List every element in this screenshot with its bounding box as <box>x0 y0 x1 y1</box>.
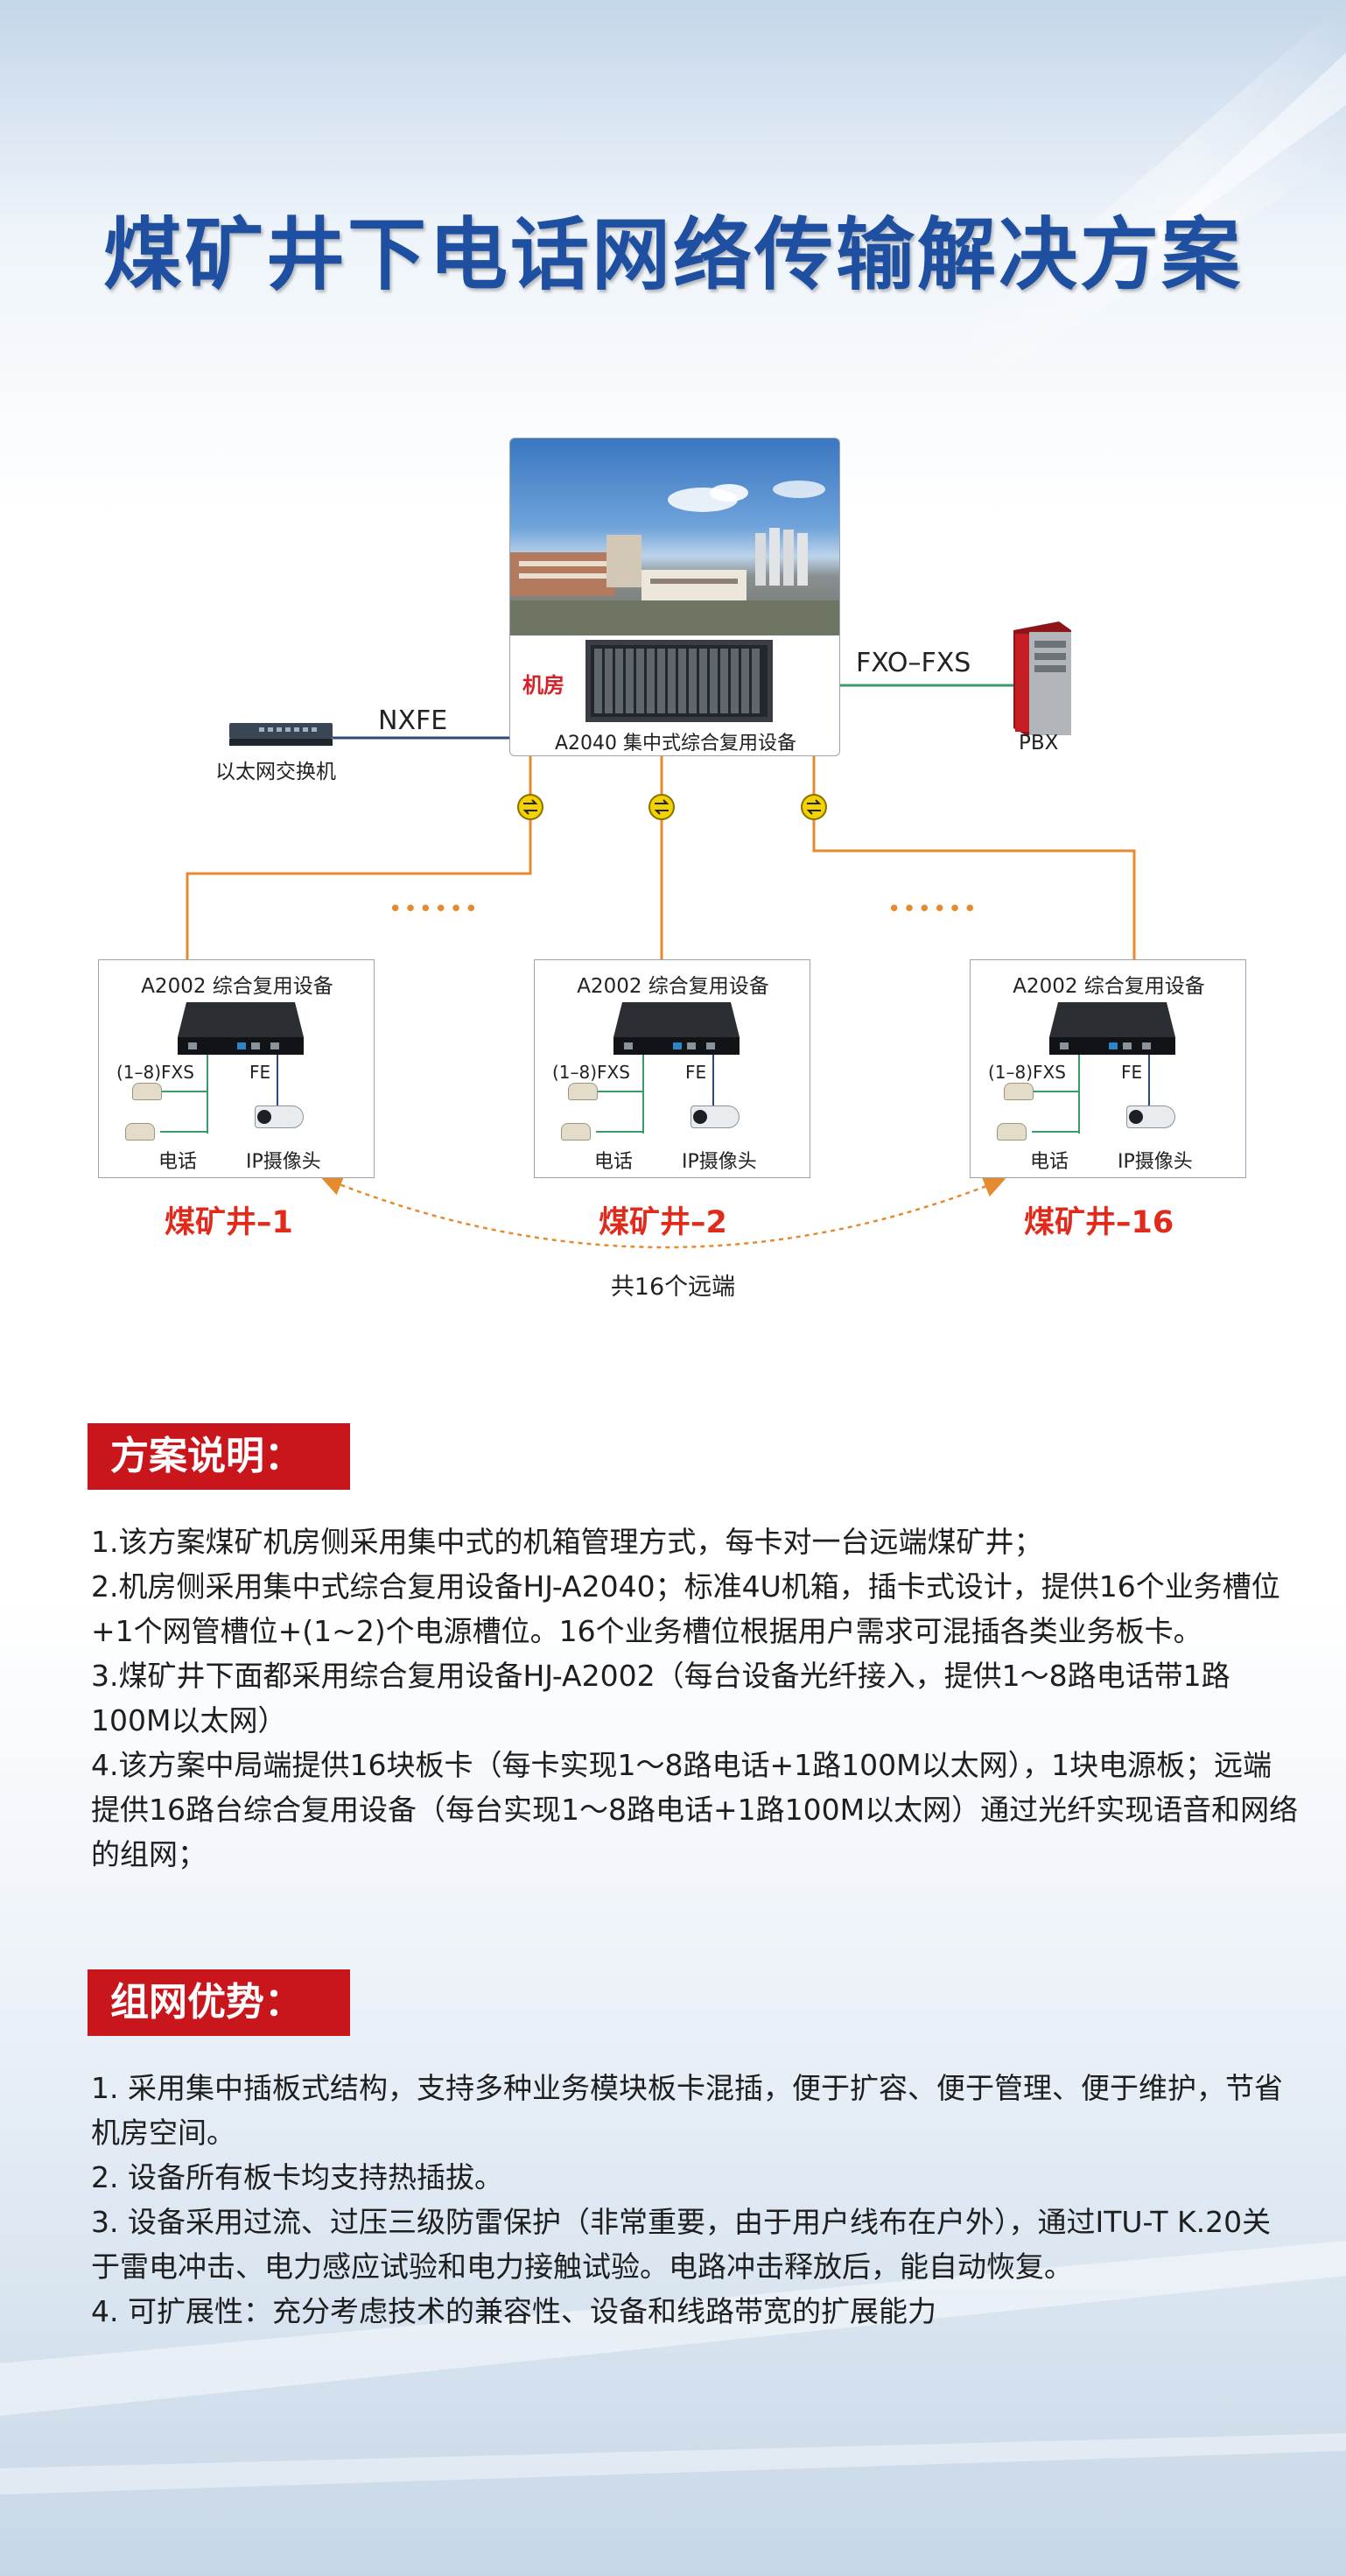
remote-span-arrow <box>320 1175 1006 1249</box>
fiber-connector-icon-2 <box>648 794 675 820</box>
hub-device-label: A2040 集中式综合复用设备 <box>554 733 797 755</box>
fiber-line-3 <box>812 807 1136 959</box>
room-label: 机房 <box>522 673 564 698</box>
advantages-list: 1. 采用集中插板式结构，支持多种业务模块板卡混插，便于扩容、便于管理、便于维护… <box>91 2066 1299 2334</box>
pbx-label: PBX <box>1019 732 1059 755</box>
phone-label: 电话 <box>158 1151 198 1173</box>
site-label-16: 煤矿井–16 <box>1024 1205 1174 1240</box>
page-title: 煤矿井下电话网络传输解决方案 <box>103 209 1243 301</box>
remote-box-2: A2002 综合复用设备 (1–8)FXS FE 电话 IP摄像头 <box>534 959 810 1178</box>
fiber-line-1 <box>186 807 532 959</box>
fxs-label: (1–8)FXS <box>552 1062 630 1083</box>
ethernet-link-label: NXFE <box>378 705 448 736</box>
camera-label: IP摄像头 <box>1118 1151 1193 1173</box>
ip-camera-icon <box>1126 1106 1175 1128</box>
pbx-icon <box>1013 621 1071 735</box>
remote-box-3: A2002 综合复用设备 (1–8)FXS FE 电话 IP摄像头 <box>970 959 1246 1178</box>
fiber-connector-icon-1 <box>517 794 543 820</box>
phone-icon <box>1004 1083 1034 1100</box>
a2002-device-icon <box>613 1002 740 1055</box>
phone-label: 电话 <box>1030 1151 1069 1173</box>
description-item: 2.机房侧采用集中式综合复用设备HJ-A2040；标准4U机箱，插卡式设计，提供… <box>91 1569 1280 1648</box>
phone-icon <box>132 1083 162 1100</box>
fe-label: FE <box>249 1062 271 1083</box>
description-item: 3.煤矿井下面都采用综合复用设备HJ-A2002（每台设备光纤接入，提供1～8路… <box>91 1659 1230 1737</box>
ip-camera-icon <box>691 1106 740 1128</box>
a2040-chassis-icon <box>585 640 773 722</box>
phone-icon <box>568 1083 598 1100</box>
phone-icon <box>125 1123 155 1141</box>
site-label-1: 煤矿井–1 <box>165 1205 293 1240</box>
a2002-device-icon <box>178 1002 304 1055</box>
camera-label: IP摄像头 <box>682 1151 757 1173</box>
description-list: 1.该方案煤矿机房侧采用集中式的机箱管理方式，每卡对一台远端煤矿井； 2.机房侧… <box>91 1520 1299 1877</box>
advantages-heading: 组网优势： <box>88 1969 350 2036</box>
remote-wiring <box>1032 1055 1150 1134</box>
ethernet-switch-label: 以太网交换机 <box>215 761 336 783</box>
ethernet-switch-icon <box>229 723 333 746</box>
description-heading: 方案说明： <box>88 1423 350 1490</box>
remote-device-label: A2002 综合复用设备 <box>577 975 769 998</box>
remote-device-label: A2002 综合复用设备 <box>1013 975 1205 998</box>
control-room-photo <box>510 439 839 635</box>
remote-box-1: A2002 综合复用设备 (1–8)FXS FE 电话 IP摄像头 <box>98 959 375 1178</box>
description-item: 4.该方案中局端提供16块板卡（每卡实现1～8路电话+1路100M以太网），1块… <box>91 1748 1299 1871</box>
site-label-2: 煤矿井–2 <box>599 1205 727 1240</box>
advantage-item: 2. 设备所有板卡均支持热插拔。 <box>91 2160 503 2194</box>
fxs-label: (1–8)FXS <box>116 1062 194 1083</box>
diagram-connections <box>186 621 1136 1249</box>
camera-label: IP摄像头 <box>246 1151 321 1173</box>
ip-camera-icon <box>255 1106 304 1128</box>
ellipsis-left: •••••• <box>389 896 480 923</box>
fiber-connector-icon-3 <box>801 794 827 820</box>
ellipsis-right: •••••• <box>887 896 979 923</box>
pbx-link-label: FXO–FXS <box>856 648 971 678</box>
a2002-device-icon <box>1049 1002 1175 1055</box>
description-item: 1.该方案煤矿机房侧采用集中式的机箱管理方式，每卡对一台远端煤矿井； <box>91 1525 1043 1559</box>
fxs-label: (1–8)FXS <box>988 1062 1066 1083</box>
central-hub-box: 机房 A2040 集中式综合复用设备 <box>509 438 840 756</box>
remote-device-label: A2002 综合复用设备 <box>141 975 333 998</box>
advantage-item: 3. 设备采用过流、过压三级防雷保护（非常重要，由于用户线布在户外），通过ITU… <box>91 2205 1272 2284</box>
remote-wiring <box>160 1055 278 1134</box>
remote-wiring <box>596 1055 714 1134</box>
phone-icon <box>561 1123 591 1141</box>
advantage-item: 4. 可扩展性：充分考虑技术的兼容性、设备和线路带宽的扩展能力 <box>91 2294 936 2328</box>
advantage-item: 1. 采用集中插板式结构，支持多种业务模块板卡混插，便于扩容、便于管理、便于维护… <box>91 2071 1283 2150</box>
fe-label: FE <box>685 1062 707 1083</box>
phone-label: 电话 <box>594 1151 634 1173</box>
phone-icon <box>997 1123 1027 1141</box>
fe-label: FE <box>1121 1062 1143 1083</box>
remote-count-label: 共16个远端 <box>610 1274 736 1301</box>
